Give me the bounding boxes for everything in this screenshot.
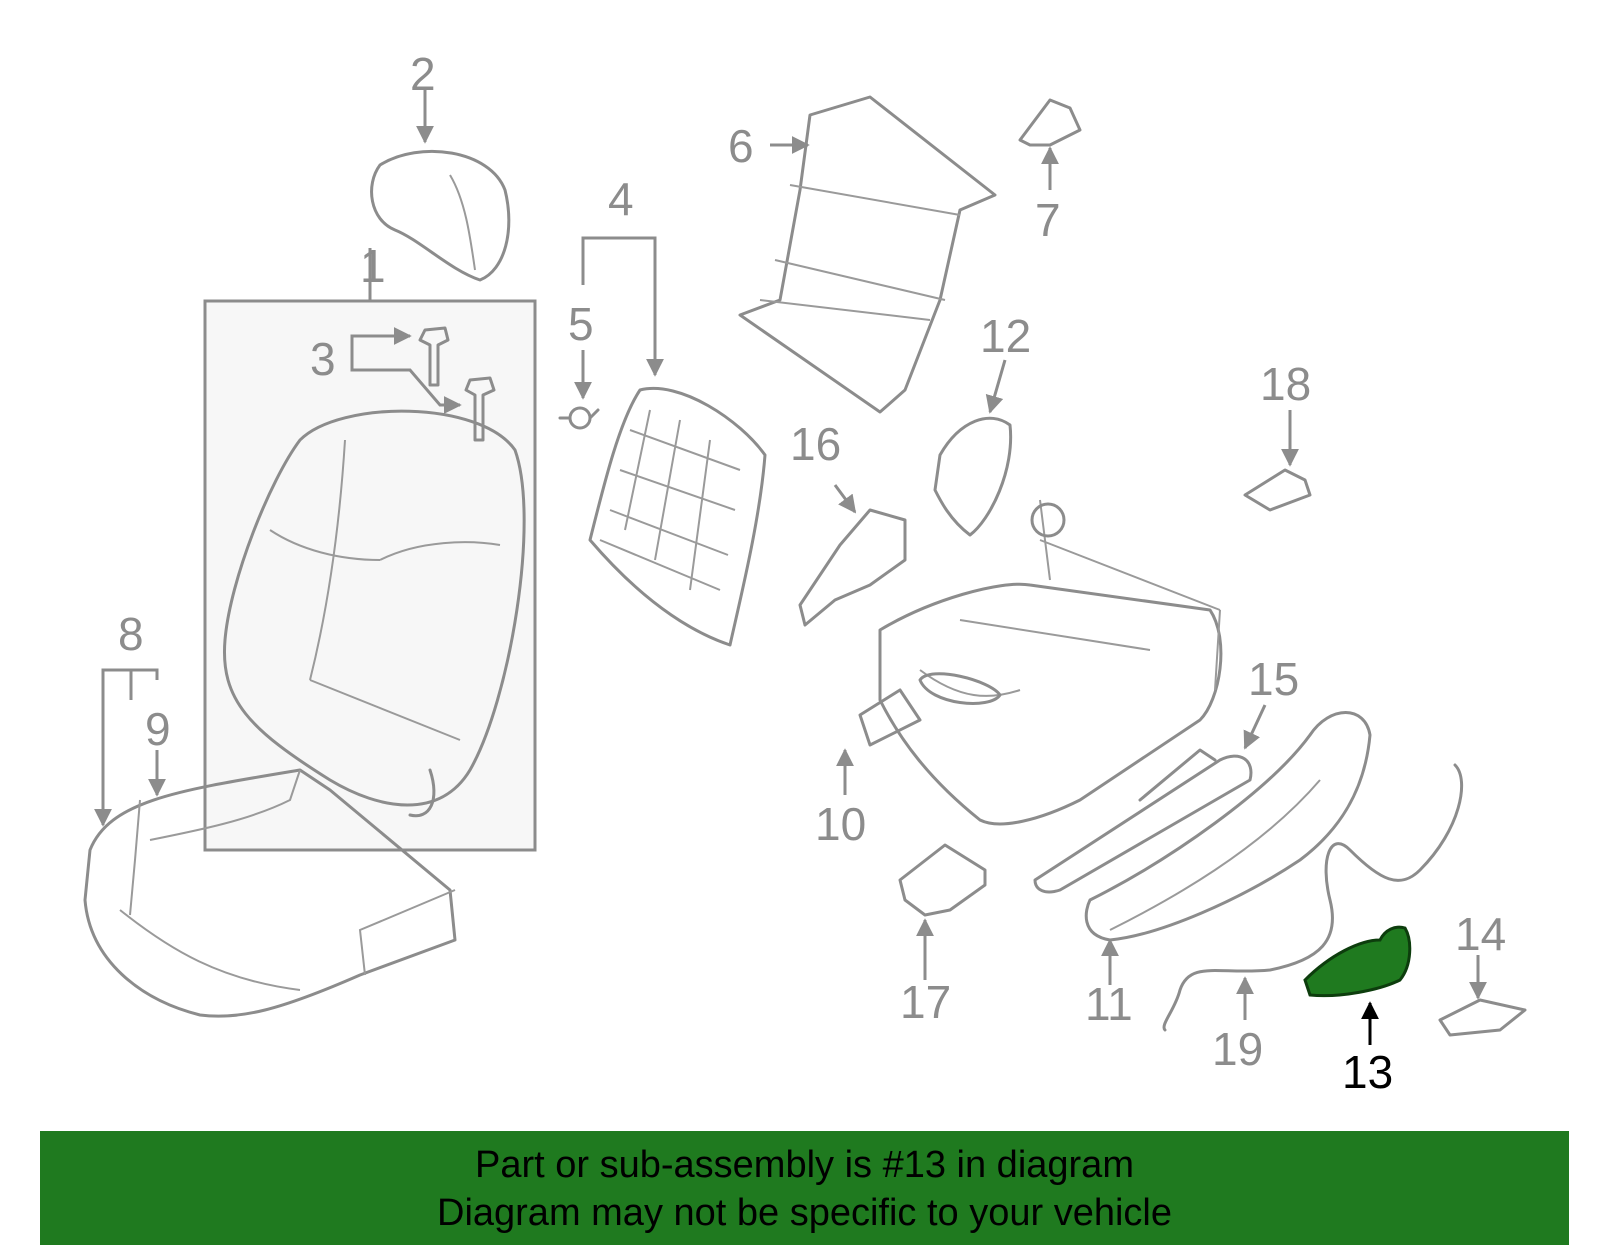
callout-15: 15 bbox=[1248, 653, 1299, 705]
notice-line-1: Part or sub-assembly is #13 in diagram bbox=[475, 1144, 1134, 1186]
notice-banner: Part or sub-assembly is #13 in diagram D… bbox=[40, 1131, 1569, 1245]
callout-8: 8 bbox=[118, 608, 144, 660]
part-10-seat-frame[interactable] bbox=[836, 499, 1223, 826]
callout-11: 11 bbox=[1085, 978, 1133, 1030]
part-17-cover[interactable] bbox=[898, 843, 987, 980]
callout-2: 2 bbox=[410, 48, 436, 100]
callout-19: 19 bbox=[1212, 1023, 1263, 1075]
part-14-bracket[interactable] bbox=[1438, 955, 1527, 1037]
callout-3: 3 bbox=[310, 333, 336, 385]
part-2-headrest[interactable] bbox=[370, 90, 511, 282]
part-4-seatback-frame[interactable] bbox=[581, 236, 767, 647]
notice-line-2: Diagram may not be specific to your vehi… bbox=[437, 1192, 1172, 1234]
part-12-recliner-cover[interactable] bbox=[933, 359, 1013, 537]
part-7-bracket[interactable] bbox=[1018, 98, 1082, 190]
part-6-seatback-board[interactable] bbox=[738, 95, 997, 414]
part-16-bracket[interactable] bbox=[798, 484, 907, 627]
part-8-9-seat-cushion[interactable] bbox=[83, 668, 457, 1018]
part-1-seatback-group[interactable] bbox=[203, 248, 537, 852]
callout-18: 18 bbox=[1260, 358, 1311, 410]
part-18-clip[interactable] bbox=[1243, 410, 1312, 512]
callout-10: 10 bbox=[815, 798, 866, 850]
part-11-side-cover[interactable] bbox=[1084, 711, 1372, 986]
callout-6: 6 bbox=[728, 120, 754, 172]
callout-17: 17 bbox=[900, 976, 951, 1028]
part-19-cable[interactable] bbox=[1162, 763, 1463, 1032]
part-15-rail-trim[interactable] bbox=[1033, 704, 1267, 894]
part-3-headrest-guides[interactable] bbox=[350, 326, 496, 442]
callout-12: 12 bbox=[980, 310, 1031, 362]
callout-5: 5 bbox=[568, 298, 594, 350]
callout-14: 14 bbox=[1455, 908, 1506, 960]
callout-16: 16 bbox=[790, 418, 841, 470]
callout-4: 4 bbox=[608, 173, 634, 225]
callout-9: 9 bbox=[145, 703, 171, 755]
callout-7: 7 bbox=[1035, 194, 1061, 246]
part-5-clip[interactable] bbox=[558, 350, 600, 430]
callout-1: 1 bbox=[360, 240, 386, 292]
part-13-highlighted[interactable] bbox=[1303, 925, 1412, 1045]
callout-13: 13 bbox=[1342, 1046, 1393, 1098]
